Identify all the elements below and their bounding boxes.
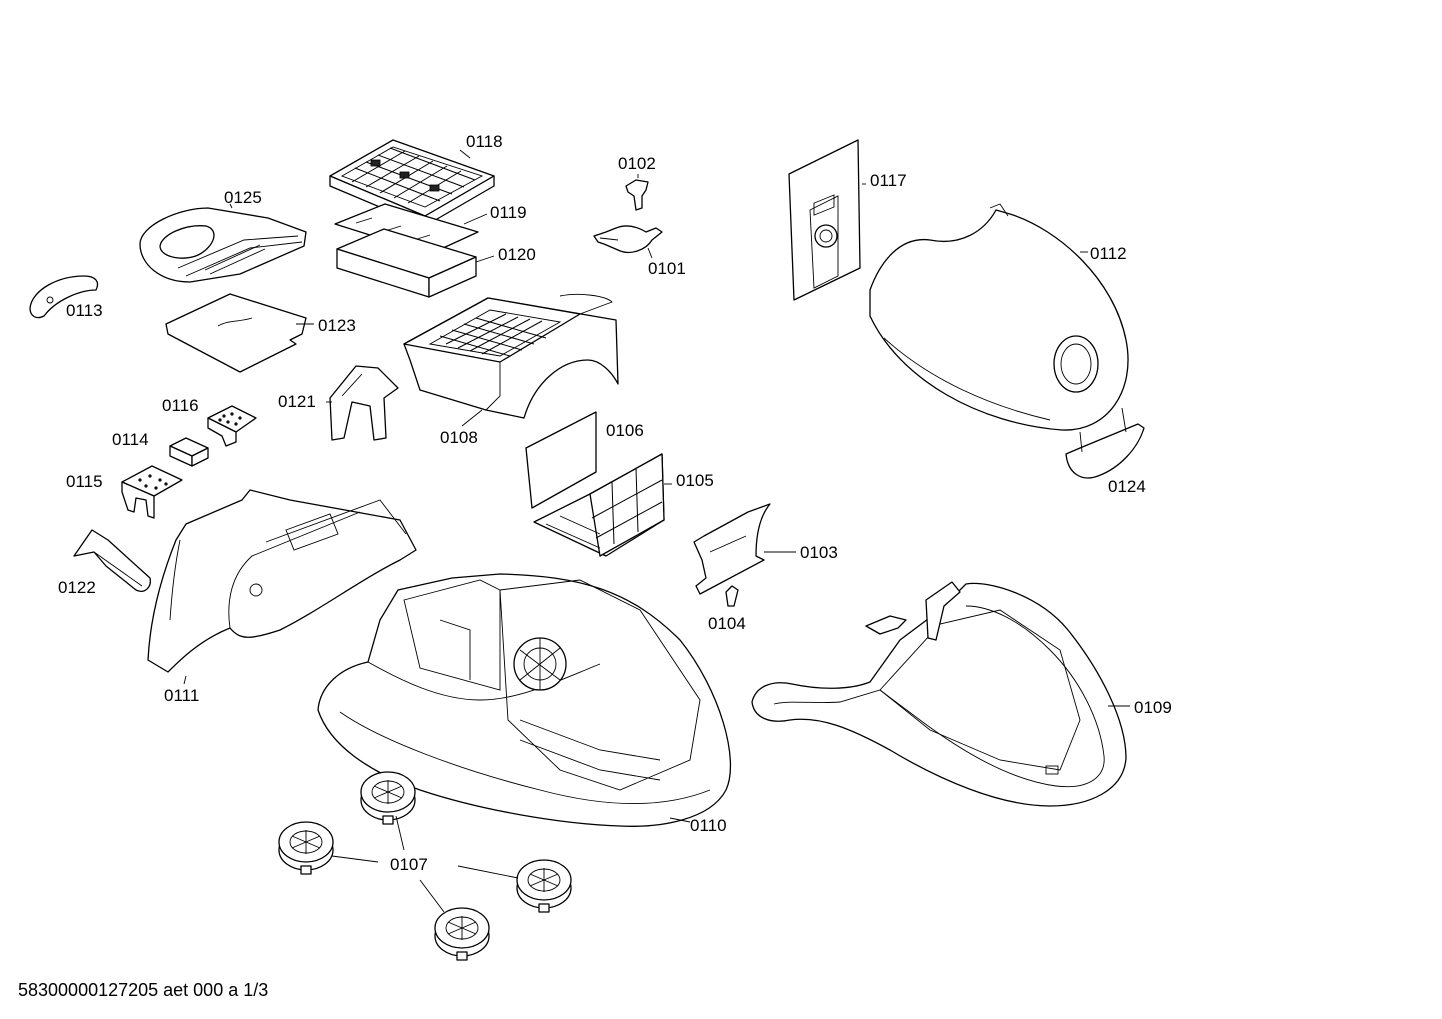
part-0109-bumper-frame[interactable]	[751, 581, 1127, 807]
part-0114-block[interactable]	[169, 437, 209, 467]
label-0103: 0103	[800, 543, 838, 562]
label-0102: 0102	[618, 154, 656, 173]
part-0107-wheel[interactable]	[516, 859, 572, 913]
label-0106: 0106	[606, 421, 644, 440]
part-labels: 0118 0102 0117 0125 0119 0120 0112 0101 …	[58, 132, 1172, 874]
leader-0108	[461, 409, 483, 427]
label-0123: 0123	[318, 316, 356, 335]
label-0115: 0115	[66, 472, 103, 491]
part-0107-wheel[interactable]	[434, 907, 490, 961]
label-0125: 0125	[224, 188, 262, 207]
part-0102-latch[interactable]	[625, 179, 649, 211]
part-0122-clip[interactable]	[73, 529, 151, 592]
part-0104-clip[interactable]	[725, 585, 739, 607]
label-0119: 0119	[490, 203, 527, 222]
leaders-0107	[331, 815, 519, 913]
label-0120: 0120	[498, 245, 536, 264]
part-0108-motor-housing[interactable]	[403, 293, 619, 419]
leader-0110	[669, 817, 691, 823]
part-0107-wheel[interactable]	[360, 771, 416, 825]
leader-0101	[647, 247, 653, 259]
label-0124: 0124	[1108, 477, 1146, 496]
label-0104: 0104	[708, 614, 746, 633]
part-0123-gasket-sheet[interactable]	[165, 293, 307, 373]
label-0112: 0112	[1090, 244, 1127, 263]
part-0110-base-housing[interactable]	[317, 573, 732, 827]
part-0117-dust-bag[interactable]	[788, 139, 861, 301]
part-0121-bracket[interactable]	[329, 365, 399, 441]
part-0105-filter-frame[interactable]	[533, 453, 665, 557]
label-0113: 0113	[66, 301, 103, 320]
drawing-reference: 58300000127205 aet 000 a 1/3	[18, 980, 269, 1000]
part-0120-filter-block[interactable]	[336, 228, 477, 298]
part-0111-front-housing[interactable]	[147, 489, 417, 673]
label-0121: 0121	[278, 392, 316, 411]
label-0122: 0122	[58, 578, 96, 597]
label-0117: 0117	[870, 171, 907, 190]
part-0103-bracket[interactable]	[693, 503, 771, 595]
label-0105: 0105	[676, 471, 714, 490]
label-0107: 0107	[390, 855, 428, 874]
label-0114: 0114	[112, 430, 149, 449]
leader-0120	[475, 255, 495, 263]
leader-0111	[183, 675, 187, 685]
part-0115-grille[interactable]	[121, 465, 183, 519]
label-0108: 0108	[440, 428, 478, 447]
part-0107-wheel[interactable]	[278, 821, 334, 875]
label-0116: 0116	[162, 396, 199, 415]
label-0118: 0118	[466, 132, 503, 151]
part-0124-release-clip[interactable]	[1065, 407, 1145, 479]
part-0113-clip[interactable]	[29, 275, 99, 319]
part-0106-flat-filter[interactable]	[525, 411, 597, 509]
leader-0118	[459, 149, 471, 159]
leader-0125	[229, 203, 233, 209]
part-0101-lever[interactable]	[593, 225, 663, 254]
part-0118-filter-grid[interactable]	[329, 139, 495, 227]
part-0125-handle-cover[interactable]	[139, 207, 307, 283]
part-0112-top-cover[interactable]	[869, 203, 1129, 431]
label-0110: 0110	[690, 816, 727, 835]
label-0111: 0111	[164, 686, 199, 705]
leader-0119	[463, 213, 488, 225]
label-0101: 0101	[648, 259, 686, 278]
label-0109: 0109	[1134, 698, 1172, 717]
part-0116-grille[interactable]	[207, 405, 257, 447]
